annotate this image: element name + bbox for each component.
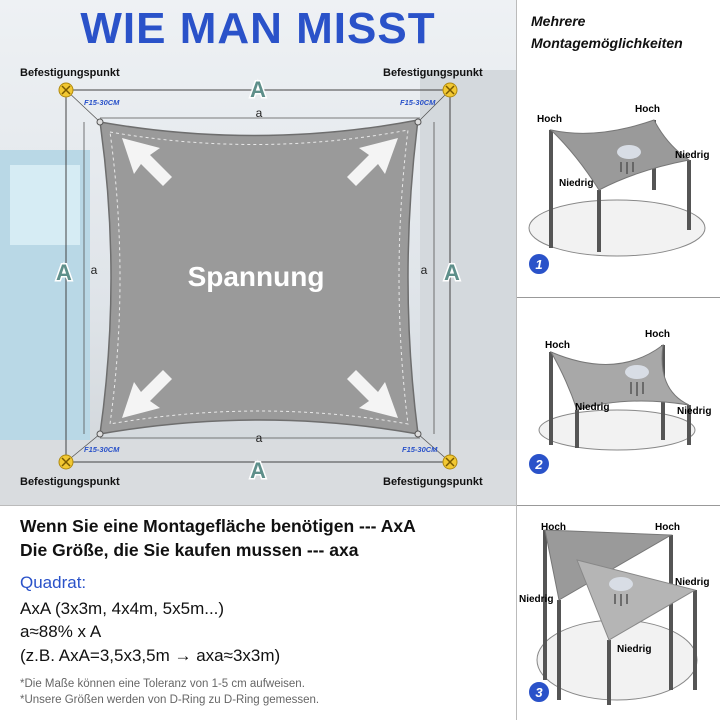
anchor-label-bottom-right: Befestigungspunkt [383,476,483,488]
mounting-options-graphics: Hoch Hoch Niedrig Niedrig 1 Hoch Hoch N [519,104,711,705]
dimension-a-left: a [91,263,98,277]
d-ring-icon [96,430,104,438]
anchor-points [58,82,458,470]
inner-dimension-lines [65,89,451,463]
dimension-A-bottom: A [250,458,266,483]
anchor-label-bottom-left: Befestigungspunkt [20,476,120,488]
option2-number: 2 [534,457,543,472]
dimension-a-right: a [421,263,428,277]
d-ring-icon [96,118,104,126]
mounting-options-panel: Mehrere Montagemöglichkeiten Hoch Hoch N… [516,0,720,720]
outer-frame [65,89,451,463]
anchor-label-top-right: Befestigungspunkt [383,67,483,79]
d-ring-icon [414,118,422,126]
option1-high-right: Hoch [635,104,660,115]
option1-high-left: Hoch [537,114,562,125]
arrow-top-left-icon [122,138,172,186]
dimension-A-right: A [444,260,460,285]
mounting-title-line2: Montagemöglichkeiten [531,35,683,51]
tension-label: Spannung [188,261,325,292]
wall-background [420,70,516,440]
mounting-option-2: Hoch Hoch Niedrig Niedrig 2 [527,329,711,476]
info-line-mount-area: Wenn Sie eine Montagefläche benötigen --… [20,516,416,536]
tension-arrows [122,138,398,418]
option-divider-1 [517,297,720,298]
rain-cloud-icon [625,365,649,396]
window-pane [10,165,80,245]
measurement-diagram: A A A A a a a a F15-30CM F15-30CM F15-30… [0,0,516,505]
dimension-a-bottom: a [256,431,263,445]
option2-low-right: Niedrig [677,406,711,417]
dimension-A-top: A [250,77,266,102]
rain-cloud-icon [617,145,641,174]
dimension-a-top: a [256,106,263,120]
option2-badge [527,452,551,476]
anchor-top-left-icon [58,82,74,98]
quadrat-label: Quadrat: [20,573,87,592]
option1-number: 1 [535,257,542,272]
f-range-top-left: F15-30CM [84,98,120,107]
anchor-bottom-left-icon [58,454,74,470]
option1-badge [527,252,551,276]
sail-stitching [109,129,409,425]
page-title: WIE MAN MISST [80,4,436,53]
option3-number: 3 [535,685,543,700]
arrow-top-right-icon [347,138,398,186]
quadrat-ratio: a≈88% x A [20,622,102,641]
option3-high-right: Hoch [655,522,680,533]
f-range-top-right: F15-30CM [400,98,436,107]
anchor-label-top-left: Befestigungspunkt [20,67,120,79]
mounting-option-1: Hoch Hoch Niedrig Niedrig 1 [527,104,709,276]
option3-low-bottom: Niedrig [617,644,651,655]
floor-background [0,440,516,505]
option3-low-right: Niedrig [675,577,709,588]
option1-low-right: Niedrig [675,150,709,161]
arrow-bottom-left-icon [122,370,172,418]
d-rings [96,118,422,438]
anchor-bottom-right-icon [442,454,458,470]
arrow-bottom-right-icon [347,370,398,418]
info-line-buy-size: Die Größe, die Sie kaufen mussen --- axa [20,540,359,560]
option2-high-left: Hoch [545,340,570,351]
d-ring-icon [414,430,422,438]
quadrat-sizes: AxA (3x3m, 4x4m, 5x5m...) [20,599,225,618]
mounting-title-line1: Mehrere [531,13,586,29]
d-ring-note: *Unsere Größen werden von D-Ring zu D-Ri… [20,694,320,706]
dimension-A-left: A [56,260,72,285]
option2-high-right: Hoch [645,329,670,340]
f-range-bottom-left: F15-30CM [84,445,120,454]
info-panel [0,505,516,721]
option3-badge [527,680,551,704]
f-range-bottom-right: F15-30CM [402,445,438,454]
option1-low-left: Niedrig [559,178,593,189]
mounting-options-title: Mehrere Montagemöglichkeiten [531,10,683,54]
option3-high-left: Hoch [541,522,566,533]
diagram-graphics: A A A A a a a a F15-30CM F15-30CM F15-30… [0,67,516,505]
mounting-option-3: Hoch Hoch Niedrig Niedrig Niedrig 3 [519,522,709,705]
anchor-top-right-icon [442,82,458,98]
rain-cloud-icon [609,577,633,606]
option3-low-left: Niedrig [519,594,553,605]
quadrat-example: (z.B. AxA=3,5x3,5m → axa≈3x3m) [20,646,281,665]
option2-low-left: Niedrig [575,402,609,413]
info-heading: Wenn Sie eine Montagefläche benötigen --… [20,514,416,562]
tolerance-note: *Die Maße können eine Toleranz von 1-5 c… [20,678,305,690]
option-divider-2 [517,505,720,506]
